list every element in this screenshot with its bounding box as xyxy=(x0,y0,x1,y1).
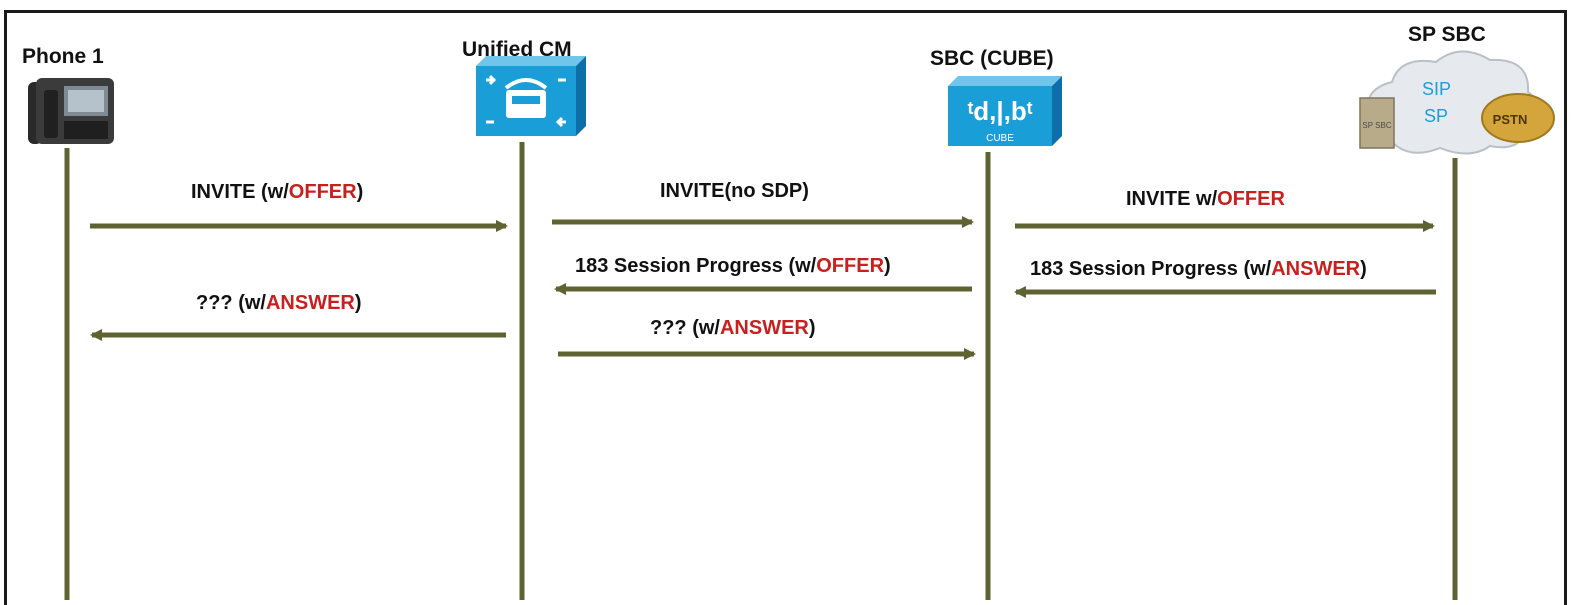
sp-sbc-device-text: SP SBC xyxy=(1362,121,1391,130)
msg-label-unknown-answer-cube: ??? (w/ANSWER) xyxy=(650,317,816,339)
participant-label-ucm: Unified CM xyxy=(462,38,572,61)
msg-label-invite-offer: INVITE (w/OFFER) xyxy=(191,181,364,203)
participant-label-phone1: Phone 1 xyxy=(22,45,104,68)
sp-cloud-icon: SP SBC SIP SP PSTN xyxy=(1359,50,1555,155)
msg-label-unknown-answer-phone: ??? (w/ANSWER) xyxy=(196,292,362,314)
svg-text:ᵗd,|,bᵗ: ᵗd,|,bᵗ xyxy=(968,96,1033,126)
unified-cm-icon xyxy=(476,56,586,136)
diagram-frame xyxy=(4,10,1567,605)
cloud-text-sp: SP xyxy=(1424,106,1448,126)
msg-label-invite-no-sdp: INVITE(no SDP) xyxy=(660,180,809,202)
cloud-text-sip: SIP xyxy=(1422,79,1451,99)
cube-icon-text: CUBE xyxy=(986,133,1014,144)
msg-label-183-offer: 183 Session Progress (w/OFFER) xyxy=(575,255,891,277)
ip-phone-icon xyxy=(28,78,114,144)
msg-label-183-answer: 183 Session Progress (w/ANSWER) xyxy=(1030,258,1367,280)
participant-label-cube: SBC (CUBE) xyxy=(930,47,1054,70)
pstn-text: PSTN xyxy=(1493,112,1528,127)
participant-label-spsbc: SP SBC xyxy=(1408,23,1486,46)
cube-router-icon: ᵗd,|,bᵗ CUBE xyxy=(948,76,1062,146)
msg-label-invite-offer-sp: INVITE w/OFFER xyxy=(1126,188,1285,210)
